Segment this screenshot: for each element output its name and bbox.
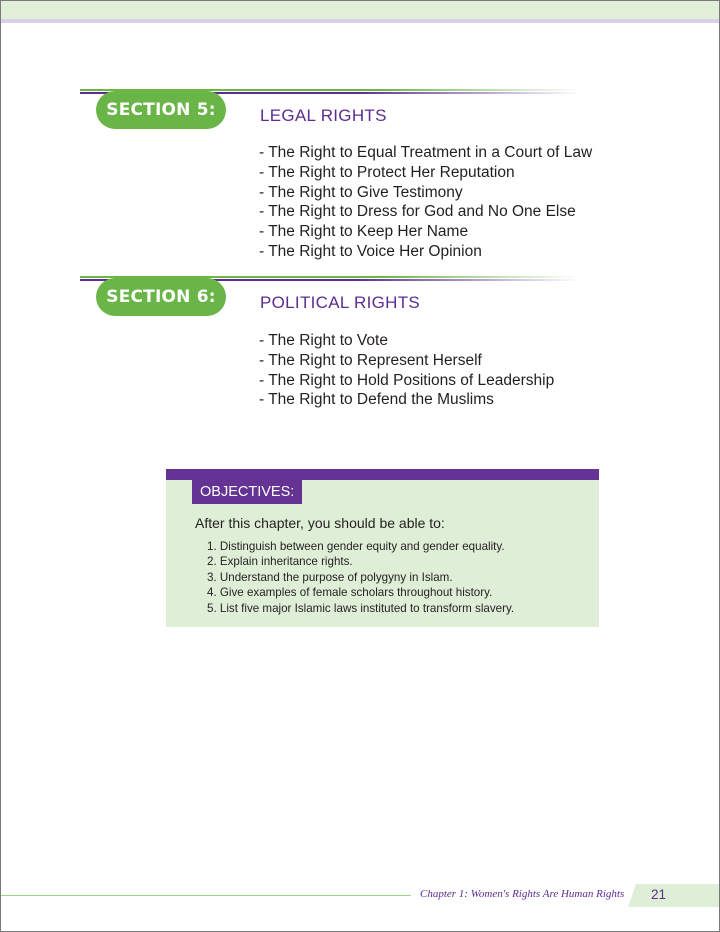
list-item: - The Right to Keep Her Name [259,223,469,241]
list-item: - The Right to Give Testimony [259,183,463,201]
header-band [1,1,719,19]
header-accent-stripe [1,19,719,23]
divider-green-line [80,276,580,278]
section-5-divider [80,89,580,95]
objectives-intro: After this chapter, you should be able t… [195,515,445,531]
list-item: - The Right to Voice Her Opinion [259,242,482,260]
list-item: - The Right to Dress for God and No One … [259,203,576,221]
objective-item: 3. Understand the purpose of polygyny in… [207,570,453,584]
divider-purple-line [80,279,580,281]
section-5-badge: SECTION 5: [96,91,226,129]
list-item: - The Right to Equal Treatment in a Cour… [259,144,593,161]
objectives-list: 1. Distinguish between gender equity and… [207,539,514,616]
objectives-heading: OBJECTIVES: [192,480,303,504]
footer-chapter-title: Chapter 1: Women's Rights Are Human Righ… [420,888,625,900]
political-rights-list: - The Right to Vote - The Right to Repre… [259,331,554,410]
objectives-box: OBJECTIVES: After this chapter, you shou… [166,469,599,627]
list-item: - The Right to Hold Positions of Leaders… [259,371,555,389]
list-item: - The Right to Vote [259,332,388,349]
list-item: - The Right to Defend the Muslims [259,391,494,409]
objective-item: 2. Explain inheritance rights. [207,555,353,569]
section-6-divider [80,276,580,282]
objective-item: 4. Give examples of female scholars thro… [207,586,493,600]
footer-page-tab [628,884,719,907]
list-item: - The Right to Represent Herself [259,351,482,369]
divider-green-line [80,89,580,91]
legal-rights-list: - The Right to Equal Treatment in a Cour… [259,143,592,262]
section-5-title: LEGAL RIGHTS [260,106,387,125]
footer-rule [1,895,411,896]
divider-purple-line [80,92,580,94]
objectives-top-bar [166,469,599,480]
page-number: 21 [651,887,667,902]
section-6-title: POLITICAL RIGHTS [260,293,421,312]
section-6-badge: SECTION 6: [96,278,226,316]
objective-item: 1. Distinguish between gender equity and… [207,540,505,553]
objective-item: 5. List five major Islamic laws institut… [207,601,515,615]
list-item: - The Right to Protect Her Reputation [259,163,515,181]
